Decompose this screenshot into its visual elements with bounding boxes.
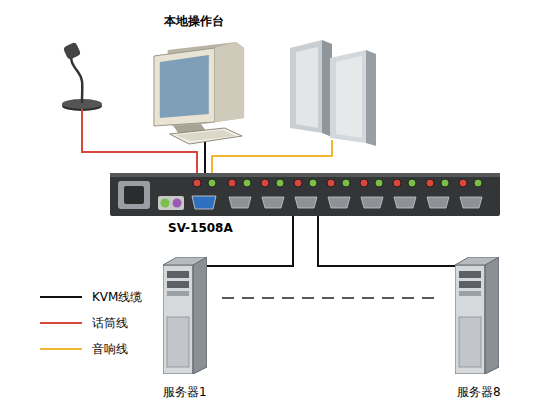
server-node: 服务器8 (455, 257, 499, 374)
node-label: 服务器1 (163, 385, 207, 399)
node-art (455, 257, 499, 374)
node-label: 本地操作台 (164, 14, 224, 28)
microphone (62, 42, 102, 111)
node-label: SV-1508A (168, 221, 233, 235)
speakers (290, 40, 376, 146)
legend-text: 音响线 (92, 342, 128, 356)
node-art (150, 36, 248, 146)
legend-line (40, 322, 82, 324)
legend-line (40, 348, 82, 350)
node-art (110, 173, 500, 216)
dashed-line (222, 297, 442, 299)
kvm-switch: SV-1508A (110, 173, 500, 216)
legend-text: 话筒线 (92, 316, 128, 330)
node-art (163, 257, 207, 374)
switch-port-overlay (110, 173, 500, 216)
console-node: 本地操作台 (150, 36, 248, 146)
legend-line (40, 296, 82, 298)
server-node: 服务器1 (163, 257, 207, 374)
legend-text: KVM线缆 (92, 290, 142, 304)
kvm-cable (318, 216, 455, 266)
node-label: 服务器8 (457, 385, 501, 399)
switch-ports (193, 179, 482, 208)
